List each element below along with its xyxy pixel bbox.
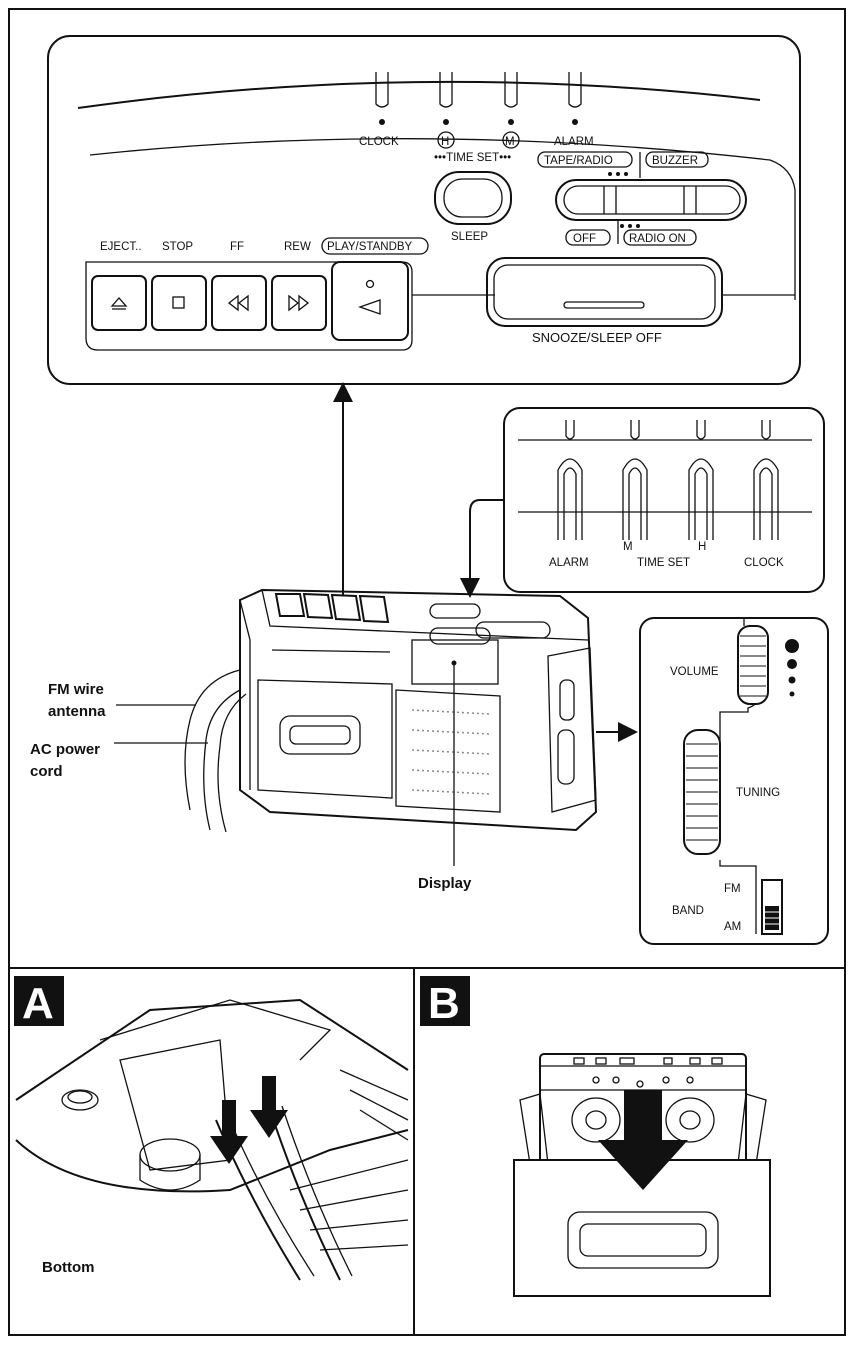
band-switch[interactable]	[761, 879, 783, 935]
fm-wire-callout-1: FM wire	[48, 681, 104, 698]
play-standby-label: PLAY/STANDBY	[327, 241, 413, 253]
buzzer-label: BUZZER	[652, 155, 698, 167]
alarm-slider	[557, 458, 583, 540]
page-frame	[8, 8, 846, 1336]
rew-label: REW	[284, 241, 311, 253]
insert-arrow-icon	[598, 1090, 688, 1190]
tuning-wheel	[557, 729, 575, 785]
fm-wire-antenna	[184, 669, 241, 811]
forward-arrows-icon	[288, 294, 310, 312]
sleep-button[interactable]	[434, 171, 512, 225]
press-arrow-right-icon	[250, 1076, 288, 1138]
panel-b-letter: B	[428, 979, 460, 1028]
panel-b: B	[420, 976, 771, 1297]
eject-label: EJECT..	[100, 241, 142, 253]
band-am-label: AM	[724, 921, 741, 933]
fm-wire-callout-2: antenna	[48, 703, 106, 720]
ac-power-cord	[203, 689, 241, 831]
press-arrow-left-icon	[210, 1100, 248, 1164]
cassette-door	[257, 679, 393, 799]
volume-level-small-icon	[788, 676, 796, 684]
radio-on-label: RADIO ON	[629, 233, 686, 245]
tuning-label: TUNING	[736, 787, 780, 799]
stop-label: STOP	[162, 241, 193, 253]
rew-button[interactable]	[271, 275, 327, 331]
volume-knob[interactable]	[737, 625, 769, 705]
time-set-detail-panel: ALARM M H TIME SET CLOCK	[503, 407, 825, 593]
hour-label: H	[441, 136, 449, 148]
detail-h-label: H	[698, 541, 706, 553]
play-standby-button[interactable]	[331, 261, 409, 341]
tape-radio-tag	[537, 151, 633, 168]
tuning-knob[interactable]	[683, 729, 721, 855]
volume-label: VOLUME	[670, 666, 719, 678]
play-triangle-icon	[358, 299, 381, 315]
off-tag	[565, 229, 611, 246]
ff-button[interactable]	[211, 275, 267, 331]
lcd-display	[411, 639, 499, 685]
snooze-sleep-off-button[interactable]	[486, 257, 723, 327]
sleep-label: SLEEP	[451, 231, 488, 243]
alarm-indicator-label: ALARM	[554, 136, 594, 148]
cassette-radio-device	[239, 588, 598, 832]
play-standby-tag	[321, 237, 429, 255]
mode-slide-switch[interactable]	[555, 179, 747, 221]
volume-wheel	[559, 679, 575, 721]
volume-level-large-icon	[785, 639, 799, 653]
tape-radio-label: TAPE/RADIO	[544, 155, 613, 167]
radio-on-tag	[623, 229, 697, 246]
minute-slider	[622, 458, 648, 540]
detail-alarm-label: ALARM	[549, 557, 589, 569]
volume-level-medium-icon	[787, 659, 797, 669]
arrow-to-device-top	[460, 499, 504, 598]
detail-m-label: M	[623, 541, 633, 553]
minute-circle	[502, 131, 520, 149]
indicator-slots	[375, 72, 582, 125]
eject-button[interactable]	[91, 275, 147, 331]
ff-label: FF	[230, 241, 244, 253]
minute-label: M	[505, 136, 515, 148]
hour-circle	[437, 131, 455, 149]
clock-indicator-label: CLOCK	[359, 136, 399, 148]
band-label: BAND	[672, 905, 704, 917]
off-label: OFF	[573, 233, 596, 245]
snooze-sleep-off-label: SNOOZE/SLEEP OFF	[532, 330, 662, 345]
ac-power-callout-2: cord	[30, 763, 63, 780]
hour-slider	[688, 458, 714, 540]
rewind-arrows-icon	[227, 294, 249, 312]
standby-led-icon	[365, 279, 375, 289]
eject-icon	[110, 297, 128, 310]
volume-level-min-icon	[789, 691, 795, 697]
top-control-panel: CLOCK H M ALARM •••TIME SET••• SLEEP TAP…	[47, 35, 801, 385]
bottom-caption: Bottom	[42, 1259, 95, 1276]
panel-a: A Bottom	[14, 976, 409, 1281]
buzzer-tag	[645, 151, 709, 168]
display-callout: Display	[418, 875, 472, 892]
ac-power-callout-1: AC power	[30, 741, 100, 758]
transport-keys	[274, 592, 390, 624]
speaker-grille	[395, 689, 501, 813]
clock-slider	[753, 458, 779, 540]
side-control-panel: VOLUME TUNING FM BAND AM	[639, 617, 829, 945]
time-set-label: •••TIME SET•••	[434, 152, 511, 164]
panel-a-letter: A	[22, 979, 54, 1028]
detail-clock-label: CLOCK	[744, 557, 784, 569]
stop-button[interactable]	[151, 275, 207, 331]
detail-time-set-label: TIME SET	[637, 557, 690, 569]
stop-icon	[172, 296, 185, 309]
band-fm-label: FM	[724, 883, 741, 895]
